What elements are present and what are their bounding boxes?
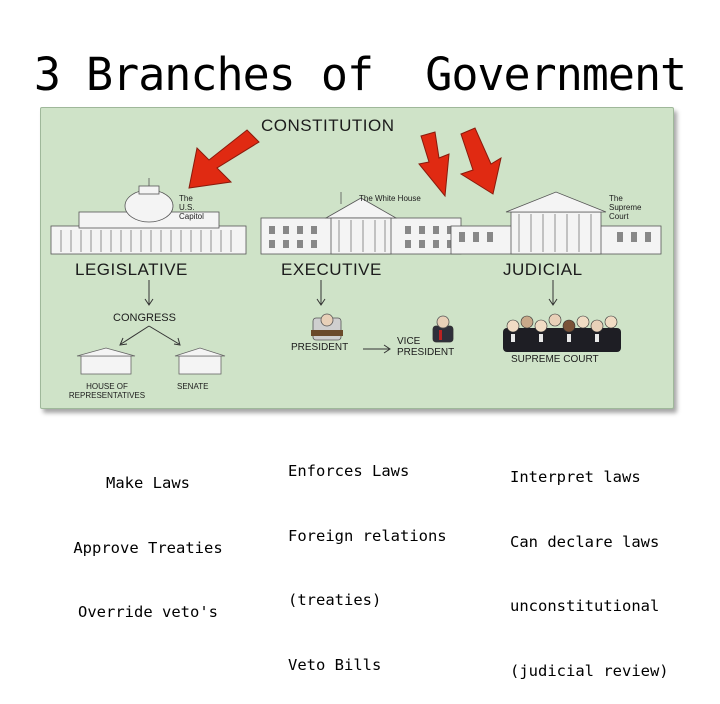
capitol-caption-line-3: Capitol	[179, 212, 204, 221]
capitol-caption-line-2: U.S.	[179, 203, 204, 212]
branches-diagram: CONSTITUTION The U.S. Capitol The White …	[40, 107, 674, 409]
legislative-description-line-1: Make Laws	[70, 473, 226, 495]
supreme-court-label: SUPREME COURT	[511, 354, 599, 365]
judicial-description-line-4: (judicial review)	[510, 661, 669, 683]
vice-president-label-line-1: VICE	[397, 336, 454, 347]
executive-description-line-1: Enforces Laws	[288, 461, 447, 483]
supreme-court-caption-line-2: Supreme	[609, 203, 641, 212]
legislative-label: LEGISLATIVE	[75, 260, 188, 280]
legislative-description-line-2: Approve Treaties	[70, 538, 226, 560]
legislative-description-line-3: Override veto's	[70, 602, 226, 624]
supreme-court-justices	[503, 314, 621, 352]
arrow-to-executive	[419, 132, 449, 196]
executive-description-line-2: Foreign relations	[288, 526, 447, 548]
congress-label: CONGRESS	[113, 312, 176, 324]
executive-description: Enforces Laws Foreign relations (treatie…	[288, 418, 447, 698]
house-label-line-2: REPRESENTATIVES	[55, 391, 159, 400]
capitol-building	[51, 178, 246, 254]
capitol-caption-line-1: The	[179, 194, 204, 203]
judicial-description-line-2: Can declare laws	[510, 532, 669, 554]
judicial-description: Interpret laws Can declare laws unconsti…	[510, 424, 669, 704]
white-house-caption: The White House	[359, 194, 421, 203]
house-label: HOUSE OF REPRESENTATIVES	[55, 382, 159, 400]
constitution-label: CONSTITUTION	[261, 116, 395, 136]
supreme-court-caption-line-1: The	[609, 194, 641, 203]
judicial-label: JUDICIAL	[503, 260, 583, 280]
judicial-description-line-1: Interpret laws	[510, 467, 669, 489]
house-senate-buildings	[77, 348, 225, 374]
president-label: PRESIDENT	[291, 342, 348, 353]
legislative-description: Make Laws Approve Treaties Override veto…	[70, 430, 226, 645]
president-figure	[311, 314, 343, 340]
vice-president-label: VICE PRESIDENT	[397, 336, 454, 358]
executive-description-line-3: (treaties)	[288, 590, 447, 612]
judicial-description-line-3: unconstitutional	[510, 596, 669, 618]
supreme-court-caption: The Supreme Court	[609, 194, 641, 221]
executive-label: EXECUTIVE	[281, 260, 382, 280]
arrow-to-judicial	[461, 128, 501, 194]
capitol-caption: The U.S. Capitol	[179, 194, 204, 221]
house-label-line-1: HOUSE OF	[55, 382, 159, 391]
executive-description-line-4: Veto Bills	[288, 655, 447, 677]
senate-label: SENATE	[177, 382, 208, 391]
page-title: 3 Branches of Government	[0, 48, 720, 101]
arrow-to-legislative	[189, 130, 259, 188]
vice-president-label-line-2: PRESIDENT	[397, 347, 454, 358]
supreme-court-caption-line-3: Court	[609, 212, 641, 221]
